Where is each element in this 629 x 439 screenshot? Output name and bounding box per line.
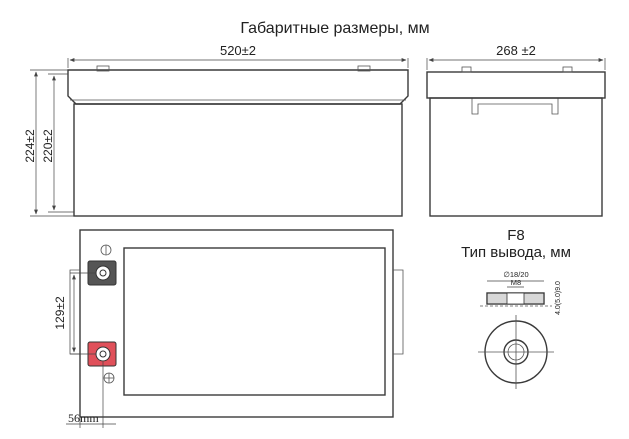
- length-dimension: 520±2: [220, 43, 256, 58]
- terminal-diameter: ∅18/20: [503, 270, 528, 279]
- terminal-detail: [478, 280, 554, 389]
- terminal-code: F8: [507, 227, 525, 244]
- terminal-spacing-dimension: 129±2: [53, 296, 67, 330]
- terminal-title: Тип вывода, мм: [461, 244, 571, 261]
- terminal-bolt: M8: [511, 278, 521, 287]
- terminal-height: 4.0(5.0)9.0: [555, 281, 562, 315]
- total-height-dimension: 224±2: [23, 129, 37, 163]
- width-dimension: 268 ±2: [496, 43, 536, 58]
- drawing-title: Габаритные размеры, мм: [240, 20, 429, 37]
- terminal-offset-dimension: 56mm: [68, 411, 99, 425]
- top-view: [66, 229, 404, 428]
- front-view: [30, 58, 409, 217]
- side-view: [426, 58, 606, 217]
- plus-symbol-icon: [103, 372, 115, 384]
- minus-symbol-icon: [100, 244, 112, 256]
- case-height-dimension: 220±2: [41, 129, 55, 163]
